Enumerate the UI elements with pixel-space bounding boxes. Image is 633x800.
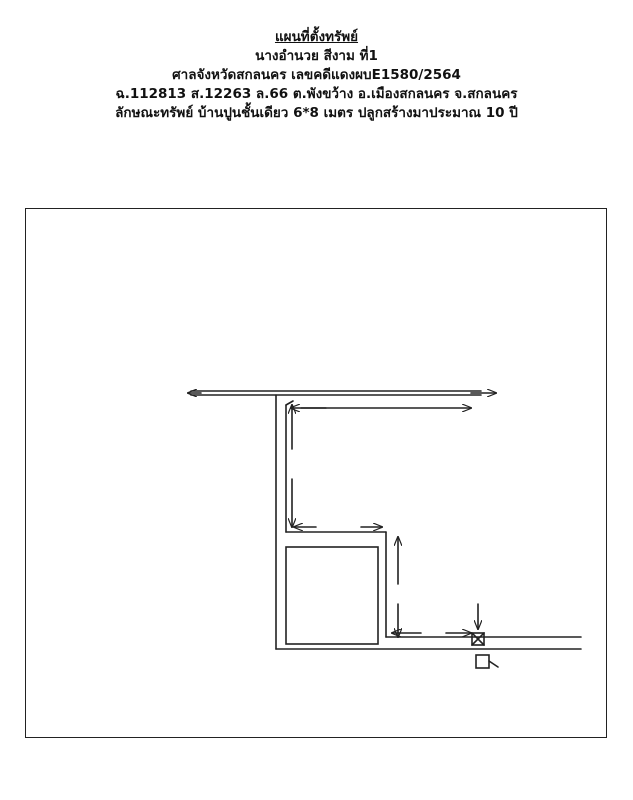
property-cross-b xyxy=(471,632,485,646)
school-outline xyxy=(285,546,379,645)
water-meter-icon xyxy=(475,654,499,669)
sketch-map xyxy=(26,209,582,669)
side-road-junction-tick xyxy=(285,400,294,406)
property-marker-icon xyxy=(471,603,485,646)
property-description-line: ลักษณะทรัพย์ บ้านปูนชั้นเดียว 6*8 เมตร ป… xyxy=(115,105,518,121)
water-meter-leader xyxy=(488,660,499,668)
lower-road xyxy=(275,636,582,650)
court-case-line: ศาลจังหวัดสกลนคร เลขคดีแดงผบE1580/2564 xyxy=(172,67,461,83)
side-road xyxy=(275,394,387,650)
owner-line: นางอำนวย สีงาม ที่1 xyxy=(255,48,378,64)
school-building xyxy=(285,546,379,645)
main-road xyxy=(188,391,496,395)
water-meter-box xyxy=(475,654,490,669)
document-header: แผนที่ตั้งทรัพย์ นางอำนวย สีงาม ที่1 ศาล… xyxy=(0,28,633,123)
property-box xyxy=(471,632,485,646)
location-line: ฉ.112813 ส.12263 ล.66 ต.พังขว้าง อ.เมือง… xyxy=(115,86,518,102)
map-frame xyxy=(25,208,607,738)
map-title: แผนที่ตั้งทรัพย์ xyxy=(274,29,359,45)
